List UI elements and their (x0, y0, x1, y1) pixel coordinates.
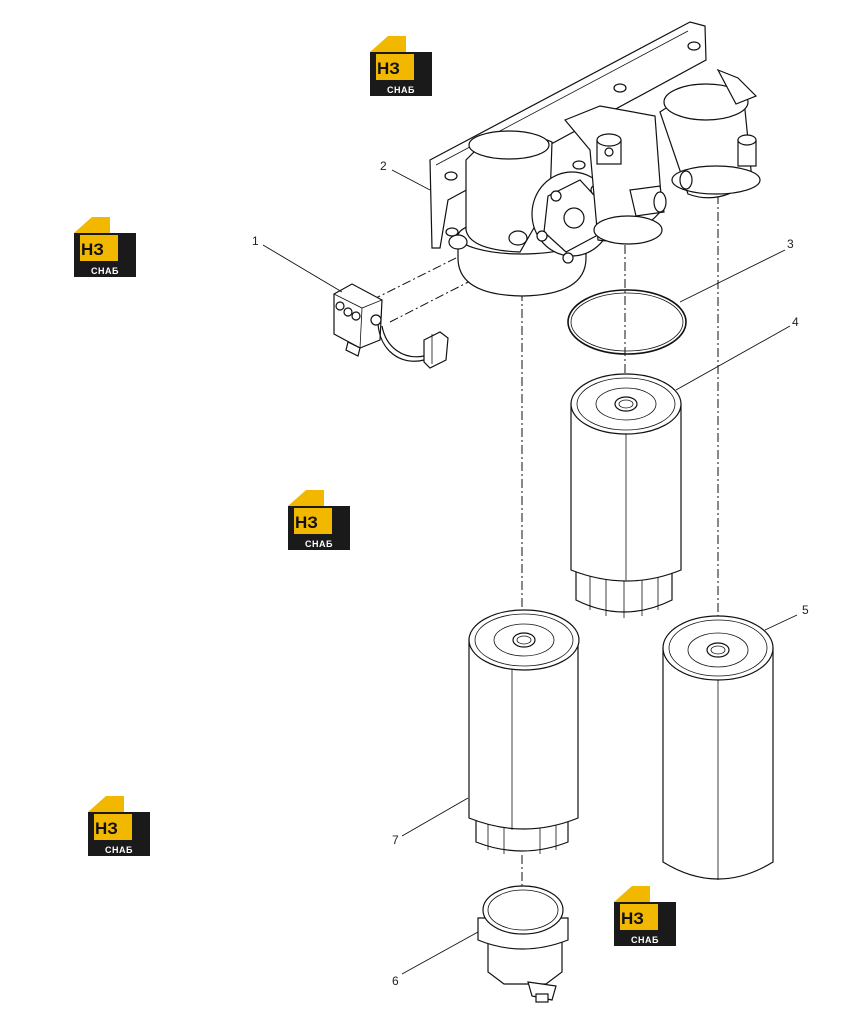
svg-text:НЗ: НЗ (295, 513, 318, 532)
fuel-filter-upper (570, 373, 682, 618)
svg-text:СНАБ: СНАБ (631, 935, 659, 945)
o-ring-seal (567, 289, 687, 355)
fuel-filter-right (662, 615, 774, 880)
callout-3: 3 (787, 237, 794, 251)
callout-1: 1 (252, 234, 259, 248)
svg-text:НЗ: НЗ (621, 909, 644, 928)
brand-logo: НЗ СНАБ (370, 36, 432, 96)
brand-logo: НЗ СНАБ (614, 886, 676, 946)
callout-7: 7 (392, 833, 399, 847)
svg-text:НЗ: НЗ (95, 819, 118, 838)
callout-5: 5 (802, 603, 809, 617)
svg-text:СНАБ: СНАБ (91, 266, 119, 276)
svg-text:НЗ: НЗ (377, 59, 400, 78)
svg-text:СНАБ: СНАБ (387, 85, 415, 95)
callout-2: 2 (380, 159, 387, 173)
callout-6: 6 (392, 974, 399, 988)
callout-4: 4 (792, 315, 799, 329)
water-separator-bowl (477, 885, 569, 1003)
fuel-filter-separator (468, 609, 580, 854)
hand-primer-pump (531, 171, 613, 264)
filter-head-bracket (429, 21, 761, 297)
sensor-valve-block (333, 283, 449, 369)
leader-lines (262, 169, 798, 975)
brand-logo: НЗ СНАБ (88, 796, 150, 856)
brand-logo: НЗ СНАБ (288, 490, 350, 550)
svg-text:СНАБ: СНАБ (305, 539, 333, 549)
brand-logo: НЗ СНАБ (74, 217, 136, 277)
svg-text:НЗ: НЗ (81, 240, 104, 259)
svg-text:СНАБ: СНАБ (105, 845, 133, 855)
